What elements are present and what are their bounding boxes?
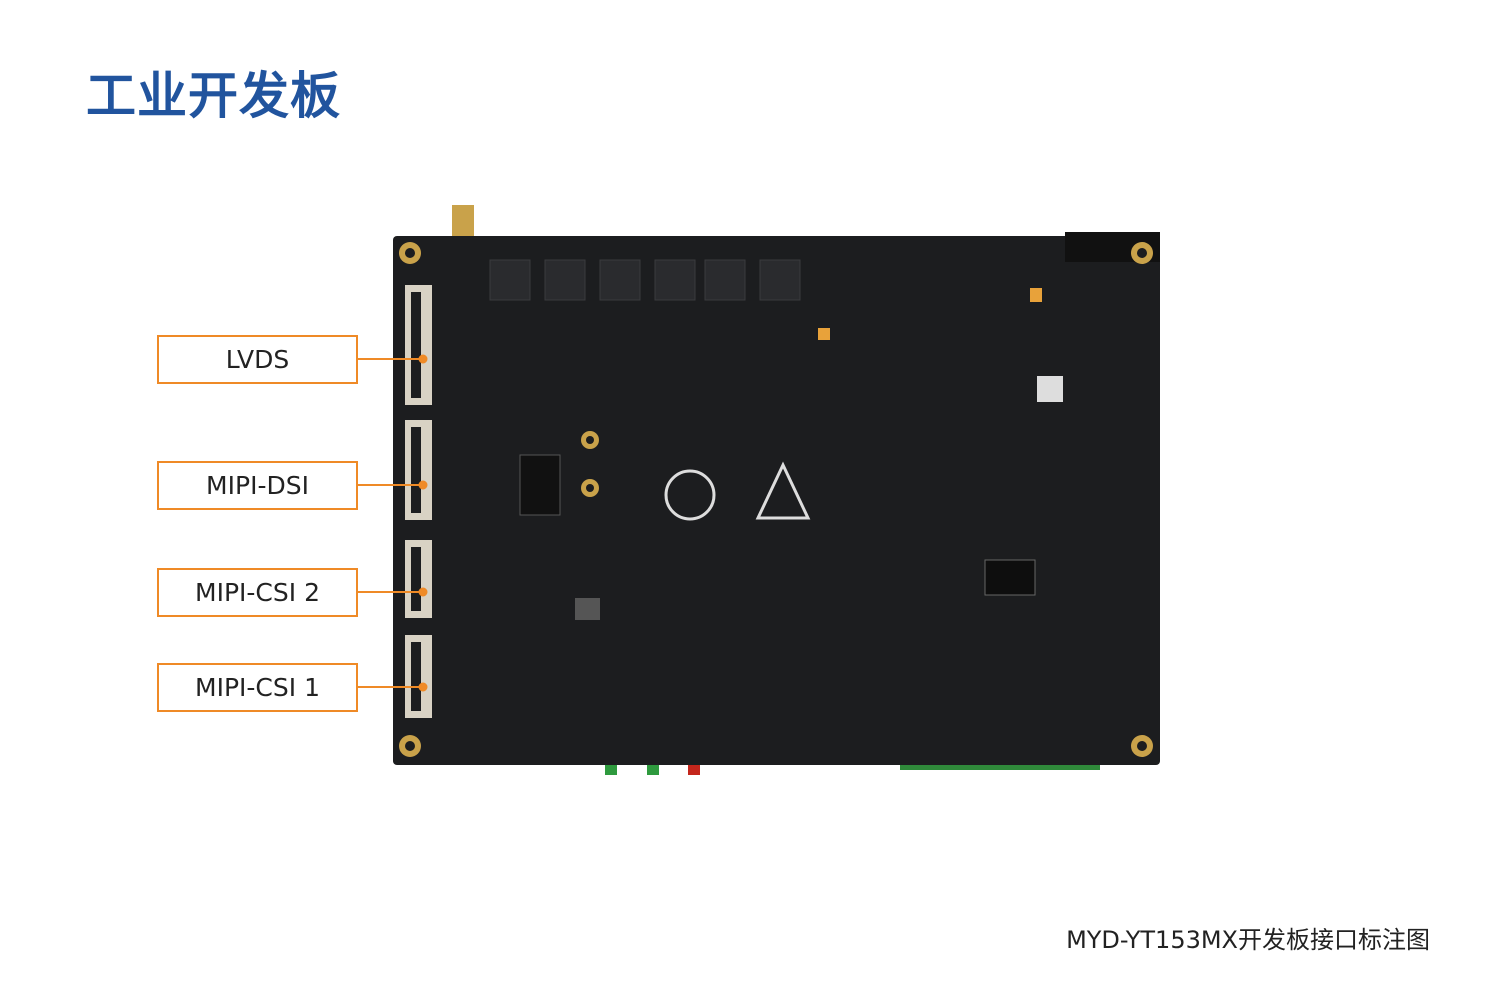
qr-code: [1037, 376, 1063, 402]
label-lvds: LVDS: [157, 335, 358, 384]
ic-chip: [984, 559, 1036, 596]
ic-chip: [519, 454, 561, 516]
led-green: [605, 763, 617, 775]
leader-lines: [357, 354, 428, 692]
antenna-connector: [452, 205, 474, 239]
page-title: 工业开发板: [86, 67, 341, 125]
pcb-board: [393, 236, 1160, 765]
led-red: [688, 763, 700, 775]
inductor: [575, 598, 600, 620]
top-connectors: [489, 259, 801, 301]
label-mipi-csi-1: MIPI-CSI 1: [157, 663, 358, 712]
label-mipi-dsi: MIPI-DSI: [157, 461, 358, 510]
figure-caption: MYD-YT153MX开发板接口标注图: [1066, 926, 1430, 954]
label-mipi-csi-2: MIPI-CSI 2: [157, 568, 358, 617]
led-green: [647, 763, 659, 775]
esd-logo: [755, 461, 811, 520]
pb-free-logo: [664, 469, 716, 521]
